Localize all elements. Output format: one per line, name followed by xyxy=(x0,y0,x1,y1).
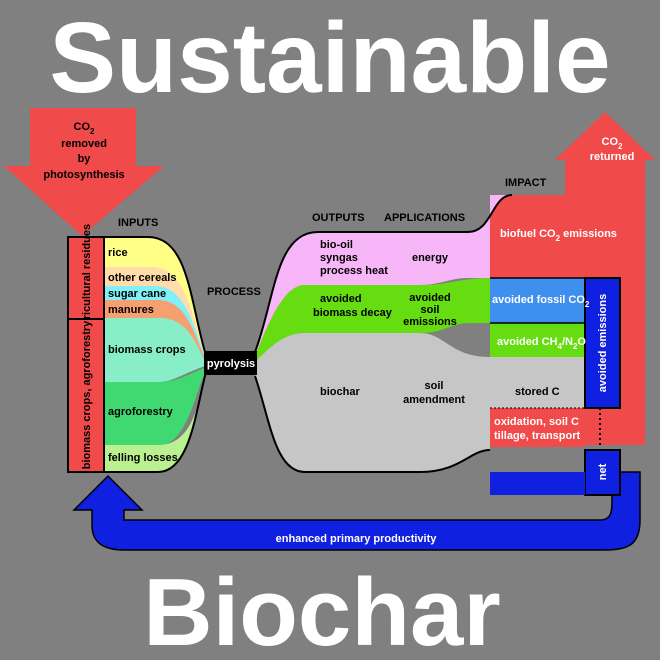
input-other-cereals: other cereals xyxy=(108,272,176,284)
impact-ch4-c: O xyxy=(577,336,586,348)
flow-avoided-ch4 xyxy=(490,323,585,357)
pyrolysis-box xyxy=(205,351,257,375)
group-agricultural-residues xyxy=(67,236,105,320)
feedback-label: enhanced primary productivity xyxy=(276,533,438,545)
impact-fossil: avoided fossil CO2 xyxy=(492,294,590,309)
flow-felling-losses xyxy=(104,374,205,472)
impact-oxidation-1: oxidation, soil C xyxy=(494,416,579,428)
title-top: Sustainable xyxy=(49,2,610,114)
group-agricultural-label: agricultural residues xyxy=(81,224,93,332)
flow-avoided-decay xyxy=(255,278,490,362)
feedback-arrow xyxy=(72,471,641,551)
title-bottom: Biochar xyxy=(143,559,500,660)
output-avoided-decay-1: avoided xyxy=(320,293,362,305)
impact-ch4-sub2: 2 xyxy=(573,342,578,351)
input-sugar-cane: sugar cane xyxy=(108,288,166,300)
impact-biofuel-pre: biofuel CO xyxy=(500,228,556,240)
co2-removed-line3: by xyxy=(78,153,92,165)
co2-returned-line2: returned xyxy=(590,151,635,163)
net-label: net xyxy=(597,463,609,480)
header-outputs: OUTPUTS xyxy=(312,212,365,224)
impact-biofuel-post: emissions xyxy=(560,228,617,240)
co2-removed-line2: removed xyxy=(61,138,107,150)
output-bio-oil: bio-oil xyxy=(320,239,353,251)
input-agroforestry: agroforestry xyxy=(108,406,174,418)
header-inputs: INPUTS xyxy=(118,217,158,229)
co2-removed-arrow xyxy=(4,108,164,236)
impact-ch4-sub1: 4 xyxy=(558,342,563,351)
output-biochar: biochar xyxy=(320,386,360,398)
co2-returned-label: CO2 returned xyxy=(590,136,635,163)
co2-removed-line4: photosynthesis xyxy=(43,169,124,181)
co2-removed-sub: 2 xyxy=(90,127,95,136)
app-avoided-soil-1: avoided xyxy=(409,292,451,304)
flow-agroforestry xyxy=(104,368,205,445)
app-avoided-soil-2: soil xyxy=(421,304,440,316)
flow-biomass-crops xyxy=(104,318,205,382)
input-rice: rice xyxy=(108,247,128,259)
impact-ch4: avoided CH4/N2O xyxy=(497,336,586,351)
impact-ch4-a: avoided CH xyxy=(497,336,558,348)
flow-oxidation xyxy=(490,408,585,447)
app-soil-2: amendment xyxy=(403,394,465,406)
input-manures: manures xyxy=(108,304,154,316)
input-felling-losses: felling losses xyxy=(108,452,178,464)
app-energy: energy xyxy=(412,252,449,264)
co2-removed-label: CO2 removed by photosynthesis xyxy=(43,121,124,181)
impact-biofuel: biofuel CO2 emissions xyxy=(500,228,617,243)
impact-oxidation-2: tillage, transport xyxy=(494,430,581,442)
header-impact: IMPACT xyxy=(505,177,547,189)
flow-avoided-fossil xyxy=(490,278,585,323)
pyrolysis-label: pyrolysis xyxy=(207,358,255,370)
svg-text:CO2: CO2 xyxy=(74,121,96,136)
net-strip xyxy=(490,472,585,495)
impact-fossil-pre: avoided fossil CO xyxy=(492,294,585,306)
avoided-emissions-bar xyxy=(584,277,621,409)
impact-ch4-b: /N xyxy=(562,336,573,348)
co2-returned-sub: 2 xyxy=(618,142,623,151)
input-biomass-crops: biomass crops xyxy=(108,344,186,356)
header-applications: APPLICATIONS xyxy=(384,212,465,224)
impact-biofuel-sub: 2 xyxy=(556,234,561,243)
outputs-outline xyxy=(254,194,513,473)
impact-stored: stored C xyxy=(515,386,560,398)
app-soil-1: soil xyxy=(425,380,444,392)
net-bar xyxy=(584,449,621,496)
impact-fossil-sub: 2 xyxy=(585,300,590,309)
app-avoided-soil-3: emissions xyxy=(403,316,457,328)
svg-text:CO2: CO2 xyxy=(602,136,624,151)
avoided-emissions-label: avoided emissions xyxy=(597,294,609,392)
header-process: PROCESS xyxy=(207,286,261,298)
output-avoided-decay-2: biomass decay xyxy=(313,307,393,319)
flow-bio-oil xyxy=(255,195,512,357)
group-biomass-label: biomass crops, agroforestry xyxy=(81,320,93,469)
output-process-heat: process heat xyxy=(320,265,388,277)
output-syngas: syngas xyxy=(320,252,358,264)
co2-removed-line1: CO xyxy=(74,121,91,133)
co2-returned-line1: CO xyxy=(602,136,619,148)
group-biomass-crops xyxy=(67,318,105,473)
